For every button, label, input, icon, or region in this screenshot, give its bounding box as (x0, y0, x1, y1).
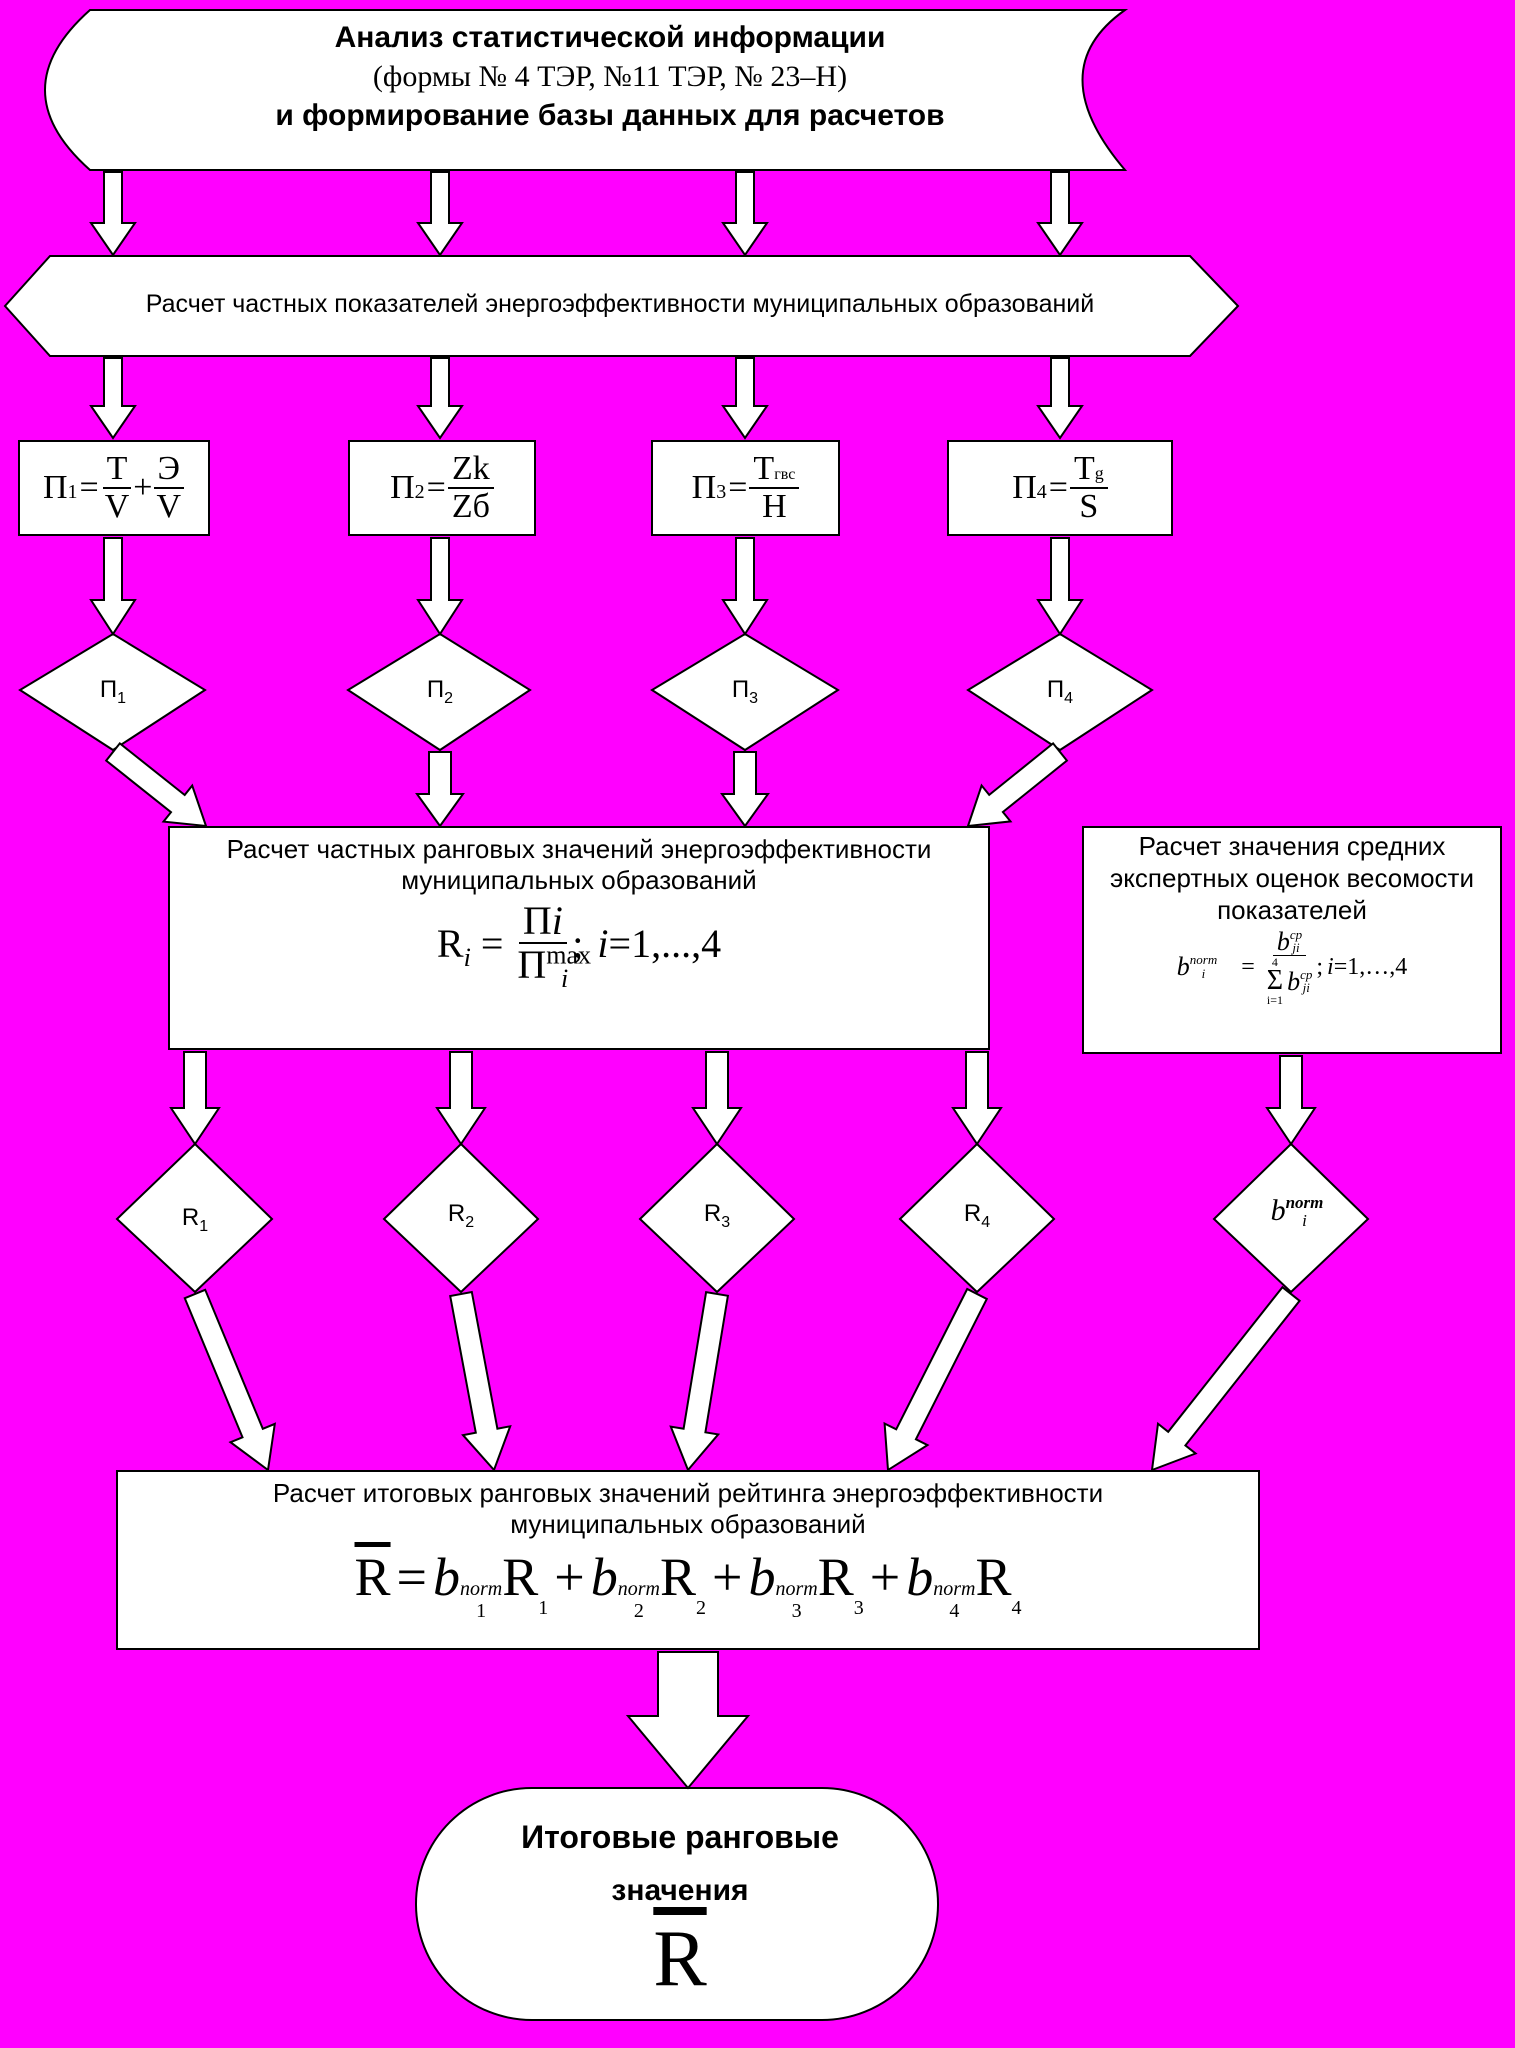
arrow-hexagon-to-formula-2 (416, 357, 464, 440)
arrow-rank-to-r-2 (435, 1051, 487, 1146)
arrow-top-to-hexagon-2 (416, 171, 464, 257)
arrow-formula-to-diamond-1 (89, 537, 137, 636)
diamond-r3-label: R3 (703, 1200, 731, 1231)
p2-lhs: П2 (390, 469, 425, 506)
arrow-r2-to-final (449, 1290, 512, 1472)
final-calc-box: Расчет итоговых ранговых значений рейтин… (116, 1470, 1260, 1650)
diamond-p4-shape (966, 632, 1154, 752)
result-terminal-shape (415, 1787, 939, 2021)
arrow-rank-to-r-1 (169, 1051, 221, 1146)
arrow-diamond-p4-to-rank (966, 741, 1069, 828)
diamond-r3-shape (638, 1142, 796, 1294)
arrow-formula-to-diamond-2 (416, 537, 464, 636)
arrow-rank-to-r-4 (951, 1051, 1003, 1146)
arrow-expert-to-b (1265, 1055, 1317, 1146)
top-source-shape (44, 9, 1129, 171)
p3-lhs: П3 (691, 469, 727, 506)
p3-eq: = (728, 469, 748, 506)
partial-indicators-label: Расчет частных показателей энергоэффекти… (145, 290, 1095, 318)
arrow-b-to-final (1150, 1285, 1302, 1472)
p1-lhs: П1 (42, 469, 78, 506)
result-symbol: R (653, 1915, 707, 2003)
diamond-r4-label: R4 (963, 1200, 991, 1231)
final-calc-line1: Расчет итоговых ранговых значений рейтин… (272, 1478, 1104, 1508)
arrow-formula-to-diamond-3 (721, 537, 769, 636)
arrow-top-to-hexagon-4 (1036, 171, 1084, 257)
arrow-hexagon-to-formula-4 (1036, 357, 1084, 440)
arrow-formula-to-diamond-4 (1036, 537, 1084, 636)
p1-eq: = (79, 469, 99, 506)
arrow-diamond-p3-to-rank (720, 751, 770, 828)
result-line2: значения (611, 1874, 749, 1907)
arrow-diamond-p2-to-rank (415, 751, 465, 828)
result-block: Итоговые ранговые значения R (430, 1808, 930, 2002)
arrow-r3-to-final (669, 1291, 730, 1472)
diamond-p2-shape (346, 632, 532, 752)
diamond-r2-shape (382, 1142, 540, 1294)
arrow-diamond-p1-to-rank (104, 741, 208, 828)
arrow-r4-to-final (883, 1287, 989, 1472)
arrow-group (89, 171, 1317, 1790)
diamond-r2-label: R2 (447, 1200, 475, 1231)
diamond-p2-label: П2 (426, 676, 454, 707)
diamond-p1-label: П1 (99, 676, 127, 707)
diamond-p1-shape (18, 632, 207, 752)
p2-eq: = (426, 469, 446, 506)
diamond-p4-label: П4 (1046, 676, 1074, 707)
expert-calc-line1: Расчет значения средних (1138, 831, 1446, 861)
diamond-r4-shape (898, 1142, 1056, 1294)
p4-lhs: П4 (1012, 469, 1047, 506)
diamond-p3-label: П3 (731, 676, 759, 707)
expert-calc-line3: показателей (1217, 895, 1367, 925)
diamond-r1-shape (115, 1142, 274, 1294)
expert-calc-line2: экспертных оценок весомости (1110, 863, 1474, 893)
arrow-r1-to-final (183, 1288, 277, 1472)
arrow-top-to-hexagon-1 (89, 171, 137, 257)
top-title-line2: (формы № 4 ТЭР, №11 ТЭР, № 23–Н) (372, 60, 848, 93)
arrow-hexagon-to-formula-3 (721, 357, 769, 440)
diamond-b-shape (1212, 1142, 1370, 1294)
rank-calc-box: Расчет частных ранговых значений энергоэ… (168, 826, 990, 1050)
arrow-hexagon-to-formula-1 (89, 357, 137, 440)
arrow-top-to-hexagon-3 (721, 171, 769, 257)
diamond-p3-shape (650, 632, 840, 752)
top-source-block: Анализ статистической информации (формы … (150, 18, 1070, 136)
rank-calc-line1: Расчет частных ранговых значений энергоэ… (226, 834, 932, 864)
partial-indicators-hexagon (3, 255, 1240, 357)
arrow-rank-to-r-3 (691, 1051, 743, 1146)
top-title-line3: и формирование базы данных для расчетов (275, 99, 945, 132)
p4-eq: = (1048, 469, 1068, 506)
final-calc-line2: муниципальных образований (510, 1509, 866, 1539)
arrow-final-to-result (625, 1651, 751, 1790)
rank-calc-line2: муниципальных образований (401, 865, 757, 895)
diamond-r1-label: R1 (181, 1204, 209, 1235)
top-title-line1: Анализ статистической информации (334, 21, 886, 54)
result-line1: Итоговые ранговые (521, 1819, 839, 1855)
p1-plus: + (133, 469, 153, 506)
expert-calc-box: Расчет значения средних экспертных оцено… (1082, 826, 1502, 1054)
